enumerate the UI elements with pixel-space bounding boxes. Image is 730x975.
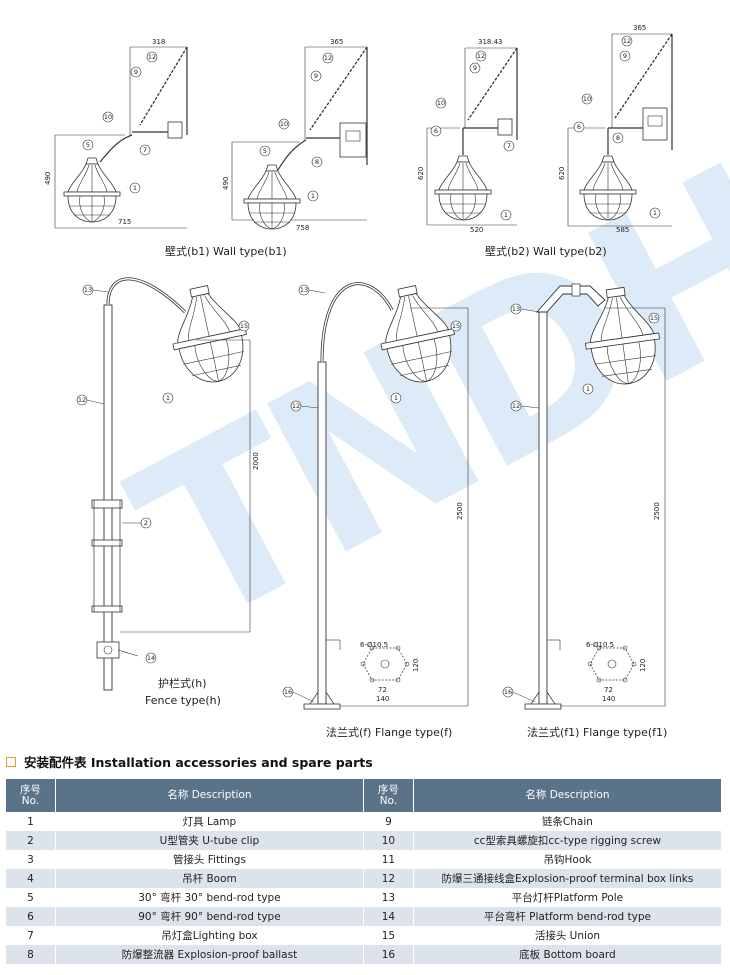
watermark-logo: TNDH [98,118,730,679]
svg-text:10: 10 [280,120,288,128]
dim-side: 490 [44,172,52,185]
svg-text:12: 12 [512,402,520,410]
plate-a: 72 [378,686,387,694]
plate-a: 72 [604,686,613,694]
svg-text:15: 15 [452,322,460,330]
caption-fence-cn: 护栏式(h) [158,676,207,690]
hole-label: 6-Ø10.5 [586,641,614,649]
diagram-flange-f1: 2500 6-Ø10.5 120 72 140 13 15 1 12 16 [502,283,666,710]
caption-flange-f: 法兰式(f) Flange type(f) [326,725,452,739]
svg-text:8: 8 [616,134,620,142]
hole-label: 6-Ø10.5 [360,641,388,649]
svg-text:14: 14 [147,654,155,662]
svg-text:12: 12 [148,53,156,61]
svg-text:12: 12 [623,37,631,45]
svg-text:13: 13 [512,305,520,313]
diagram-wall-b1-right: 365 490 758 12 9 10 5 8 1 [222,38,368,232]
svg-text:9: 9 [134,68,138,76]
svg-text:1: 1 [394,394,398,402]
svg-text:5: 5 [86,141,90,149]
header-desc-1: 名称 Description [55,779,364,812]
plate-width: 120 [639,659,647,672]
svg-text:1: 1 [653,209,657,217]
svg-text:8: 8 [315,158,319,166]
svg-text:5: 5 [263,147,267,155]
svg-text:12: 12 [78,396,86,404]
svg-text:6: 6 [434,127,438,135]
bullet-square-icon [6,756,16,767]
dim-height: 2000 [252,452,260,470]
dim-top: 318.43 [478,38,503,46]
dim-side: 620 [558,167,566,180]
svg-text:15: 15 [240,322,248,330]
svg-text:9: 9 [314,72,318,80]
svg-text:12: 12 [292,402,300,410]
svg-text:7: 7 [143,146,147,154]
caption-flange-f1: 法兰式(f1) Flange type(f1) [527,725,667,739]
svg-text:2: 2 [144,519,148,527]
dim-top: 365 [633,24,646,32]
dim-side: 490 [222,177,230,190]
dim-bottom: 520 [470,226,483,234]
svg-text:16: 16 [504,688,512,696]
svg-text:7: 7 [507,142,511,150]
svg-text:12: 12 [324,54,332,62]
dim-top: 318 [152,38,165,46]
svg-text:1: 1 [586,385,590,393]
svg-text:10: 10 [583,95,591,103]
svg-text:9: 9 [623,52,627,60]
svg-text:1: 1 [311,192,315,200]
dim-bottom: 758 [296,224,309,232]
dim-top: 365 [330,38,343,46]
svg-text:1: 1 [166,394,170,402]
dim-bottom: 715 [118,218,131,226]
svg-text:1: 1 [133,184,137,192]
dim-side: 620 [417,167,425,180]
caption-wall-b1: 壁式(b1) Wall type(b1) [165,244,287,258]
dim-height: 2500 [456,502,464,520]
header-desc-2: 名称 Description [413,779,723,812]
dim-height: 2500 [653,502,661,520]
plate-b: 140 [602,695,615,703]
svg-text:16: 16 [284,688,292,696]
svg-text:TNDH: TNDH [98,118,730,679]
svg-text:15: 15 [650,314,658,322]
plate-b: 140 [376,695,389,703]
svg-text:13: 13 [84,286,92,294]
svg-text:1: 1 [504,211,508,219]
plate-width: 120 [412,659,420,672]
dim-bottom: 585 [616,226,629,234]
diagram-wall-b2-left: 318.43 620 520 12 9 10 6 7 1 [417,38,518,234]
svg-text:13: 13 [300,286,308,294]
svg-text:10: 10 [437,99,445,107]
section-title: 安装配件表 Installation accessories and spare… [6,752,373,771]
diagram-wall-b1-left: 318 490 715 12 9 10 5 7 1 [44,38,188,229]
svg-text:6: 6 [577,123,581,131]
diagram-flange-f: 2500 6-Ø10.5 120 72 140 13 15 1 12 16 [282,279,469,710]
svg-text:10: 10 [104,113,112,121]
diagram-wall-b2-right: 365 620 585 12 9 10 6 8 1 [558,24,673,234]
svg-text:12: 12 [477,52,485,60]
diagram-fence-h: 2000 13 15 1 12 2 14 [76,277,260,691]
technical-drawing: TNDH 318 490 715 12 9 10 5 7 1 [44,24,730,739]
section-title-text: 安装配件表 Installation accessories and spare… [24,755,373,770]
svg-text:9: 9 [473,64,477,72]
caption-fence-en: Fence type(h) [145,694,221,707]
caption-wall-b2: 壁式(b2) Wall type(b2) [485,244,607,258]
